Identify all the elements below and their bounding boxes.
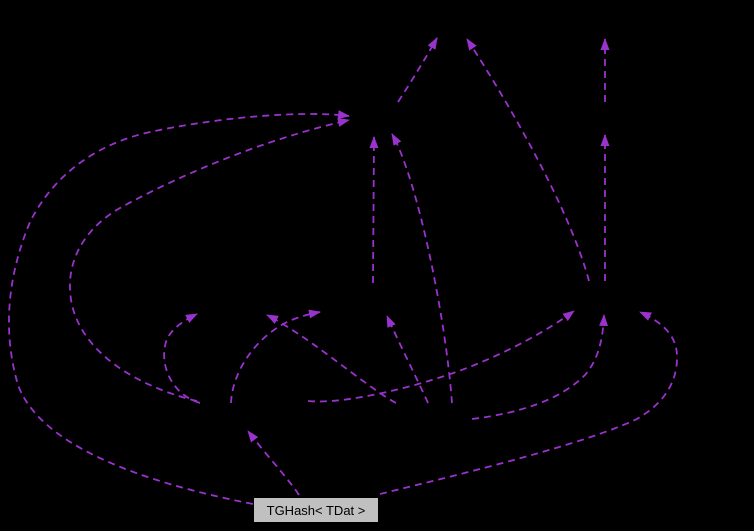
graph-edge-tghash-to-f [247,430,300,496]
graph-edge-g-to-righthub [471,314,609,420]
graph-edge-f-to-mid3-small-curve [230,309,321,404]
graph-edge-g-to-left3-b [266,314,397,404]
graph-edge-g-to-mid3 [386,315,429,404]
graph-edges [8,37,678,505]
graph-edge-tghash-to-righthub-arc [379,311,678,495]
graph-edge-f-to-hub-left-bulge [69,118,350,402]
graph-edge-f-to-righthub-flat [307,310,575,403]
graph-edge-mid3-to-hub-vertical [369,136,379,284]
graph-edge-tghash-to-hub-left-sweep [8,110,350,505]
graph-edge-hub-to-topleft-node [397,37,438,103]
graph-edge-f-to-left3-loop [163,313,201,404]
node-tghash-label: TGHash< TDat > [266,502,366,518]
graph-edge-righthub-to-topleft-node [466,38,590,282]
graph-edge-g-to-hub-diagonal [391,133,453,404]
node-tghash[interactable]: TGHash< TDat > [253,497,379,523]
